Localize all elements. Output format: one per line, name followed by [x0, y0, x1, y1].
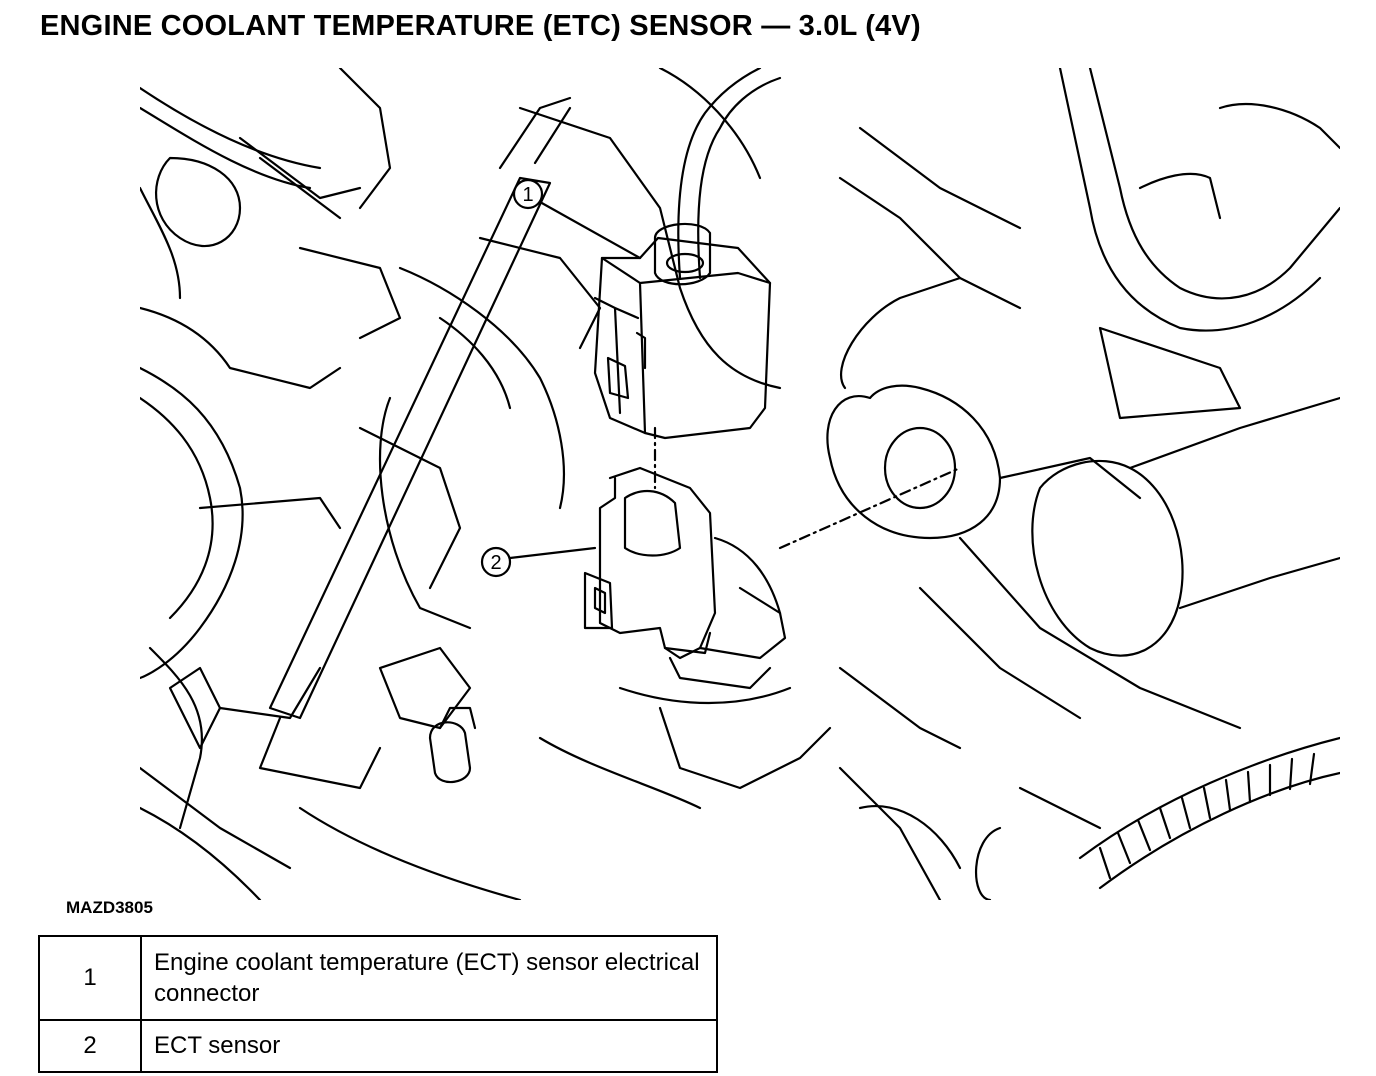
page-title: ENGINE COOLANT TEMPERATURE (ETC) SENSOR …: [40, 10, 921, 42]
legend-row: 1 Engine coolant temperature (ECT) senso…: [38, 935, 718, 1021]
engine-illustration: 1 2: [140, 68, 1340, 900]
legend-number: 1: [38, 935, 142, 1021]
legend-number: 2: [38, 1019, 142, 1073]
legend-description: Engine coolant temperature (ECT) sensor …: [140, 935, 718, 1021]
callout-2-label: 2: [490, 552, 501, 574]
legend-table: 1 Engine coolant temperature (ECT) senso…: [38, 935, 718, 1073]
legend-description: ECT sensor: [140, 1019, 718, 1073]
callout-2: [480, 546, 597, 578]
legend-row: 2 ECT sensor: [38, 1019, 718, 1073]
callout-1-label: 1: [522, 184, 533, 206]
figure-code: MAZD3805: [66, 898, 153, 917]
callout-1: [512, 178, 642, 260]
